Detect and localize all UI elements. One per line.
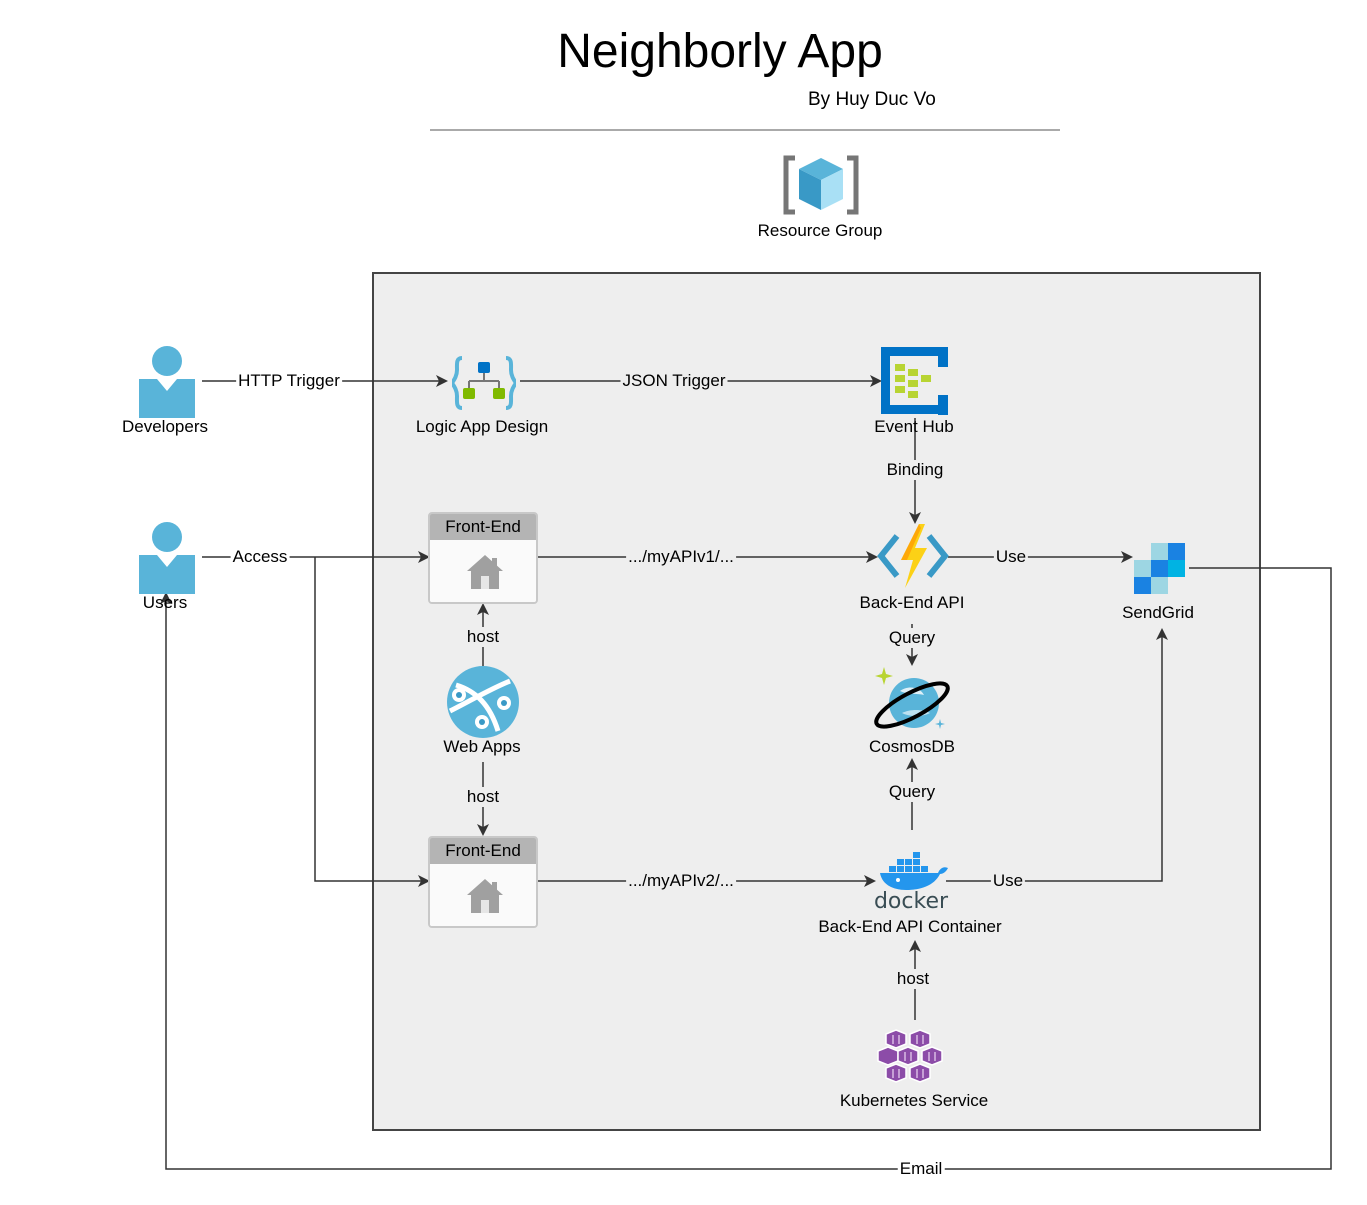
resource-group-node[interactable] xyxy=(783,154,859,221)
home-icon xyxy=(467,555,503,589)
developers-label: Developers xyxy=(122,417,208,436)
sendgrid-icon xyxy=(1134,543,1185,594)
page-subtitle: By Huy Duc Vo xyxy=(808,89,936,110)
event-hub-icon xyxy=(881,347,948,415)
event-hub-node[interactable] xyxy=(881,347,949,420)
resource-group-icon xyxy=(783,155,859,215)
logic-app-icon xyxy=(449,356,519,410)
edge-label-api-v1: .../myAPIv1/... xyxy=(626,547,736,567)
edge-label-host-1: host xyxy=(464,627,502,647)
kubernetes-node[interactable] xyxy=(877,1028,953,1089)
edge-label-access: Access xyxy=(230,547,290,567)
docker-icon xyxy=(880,852,948,890)
web-apps-node[interactable] xyxy=(446,665,520,744)
frontend-2-node[interactable]: Front-End xyxy=(428,836,538,928)
edge-email xyxy=(160,567,1332,1170)
edge-label-binding: Binding xyxy=(884,460,946,480)
kubernetes-label: Kubernetes Service xyxy=(839,1091,989,1110)
edge-label-query-1: Query xyxy=(886,628,938,648)
edge-label-json-trigger: JSON Trigger xyxy=(620,371,728,391)
backend-container-label: Back-End API Container xyxy=(818,917,1002,936)
resource-group-container[interactable] xyxy=(372,272,1261,1131)
user-icon xyxy=(139,346,195,418)
backend-container-node[interactable] xyxy=(876,850,950,895)
edge-label-query-2: Query xyxy=(886,782,938,802)
function-icon xyxy=(877,524,949,588)
edge-label-use-2: Use xyxy=(990,871,1026,891)
edge-use-2 xyxy=(946,628,1168,882)
user-icon xyxy=(139,522,195,594)
edge-label-email: Email xyxy=(897,1159,945,1179)
frontend-1-node[interactable]: Front-End xyxy=(428,512,538,604)
page-title: Neighborly App xyxy=(557,25,883,78)
backend-api-node[interactable] xyxy=(877,522,949,595)
logic-app-node[interactable] xyxy=(449,356,519,415)
web-apps-icon xyxy=(447,666,519,738)
edge-label-use-1: Use xyxy=(993,547,1029,567)
developers-node[interactable] xyxy=(139,345,195,424)
web-apps-label: Web Apps xyxy=(443,737,521,756)
sendgrid-label: SendGrid xyxy=(1122,603,1194,622)
cosmosdb-node[interactable] xyxy=(872,663,952,740)
docker-wordmark: docker xyxy=(873,889,949,914)
cosmosdb-icon xyxy=(874,667,950,729)
edge-label-api-v2: .../myAPIv2/... xyxy=(626,871,736,891)
users-label: Users xyxy=(142,593,188,612)
edge-label-host-3: host xyxy=(894,969,932,989)
edge-label-host-2: host xyxy=(464,787,502,807)
home-icon xyxy=(467,879,503,913)
frontend-1-label: Front-End xyxy=(430,514,536,540)
cosmosdb-label: CosmosDB xyxy=(869,737,955,756)
kubernetes-icon xyxy=(877,1029,943,1083)
users-node[interactable] xyxy=(139,521,195,600)
logic-app-label: Logic App Design xyxy=(415,417,549,436)
edge-label-http-trigger: HTTP Trigger xyxy=(236,371,342,391)
backend-api-label: Back-End API xyxy=(859,593,965,612)
sendgrid-node[interactable] xyxy=(1134,543,1186,600)
event-hub-label: Event Hub xyxy=(874,417,954,436)
edge-access-branch xyxy=(314,557,430,887)
resource-group-label: Resource Group xyxy=(757,221,883,240)
title-divider xyxy=(430,129,1060,131)
frontend-2-label: Front-End xyxy=(430,838,536,864)
